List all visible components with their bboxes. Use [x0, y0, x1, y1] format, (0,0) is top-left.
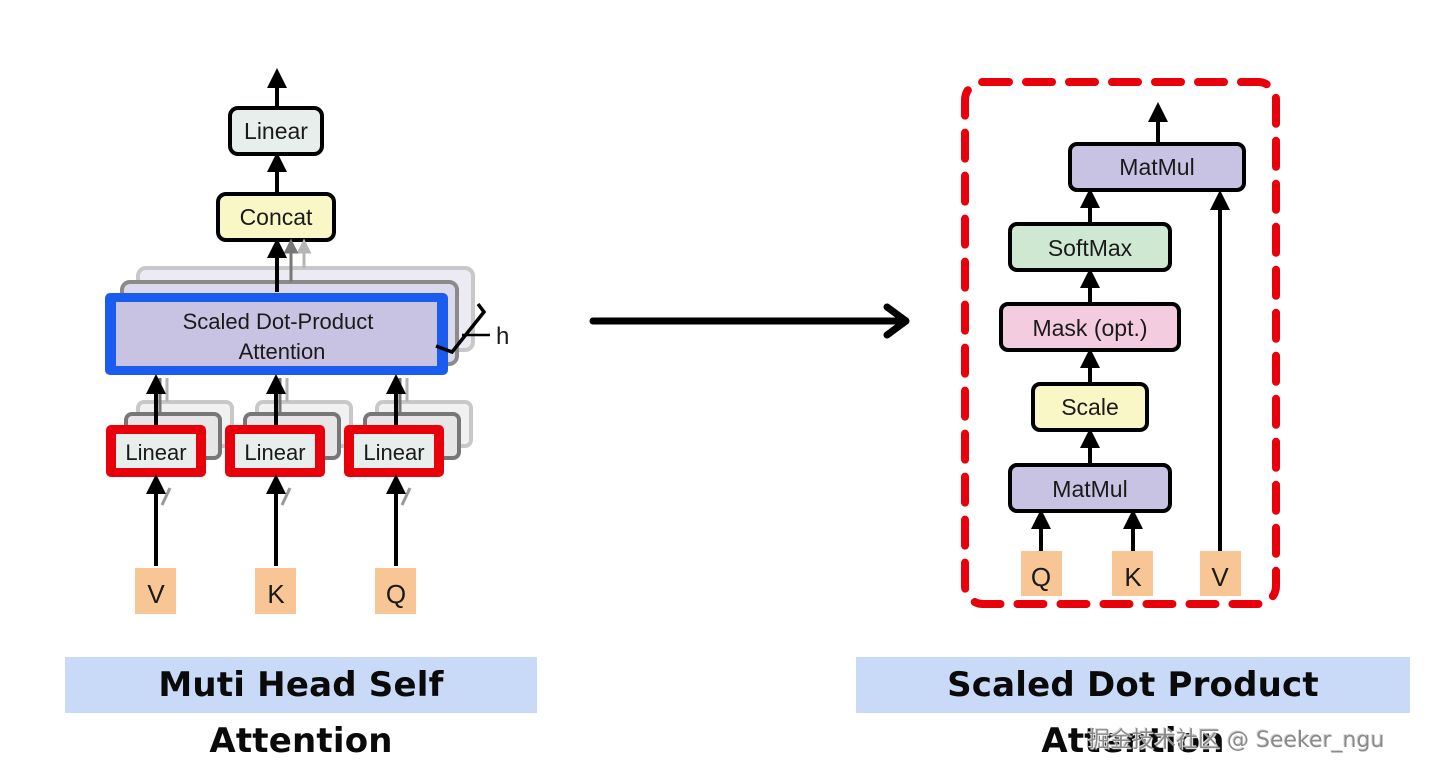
- top-matmul-node: MatMul: [1068, 142, 1246, 192]
- scaled-dot-caption: Scaled Dot Product Attention: [856, 657, 1410, 761]
- multi-head-caption: Muti Head Self Attention: [65, 657, 537, 761]
- top-matmul-label: MatMul: [1119, 154, 1194, 180]
- mask-node: Mask (opt.): [999, 302, 1181, 352]
- projection-v: Linear V: [106, 374, 234, 614]
- input-v-box: [135, 568, 176, 614]
- transition-arrow-icon: [589, 303, 910, 339]
- scale-label: Scale: [1061, 394, 1119, 420]
- projection-q: Linear Q: [344, 374, 473, 614]
- mask-label: Mask (opt.): [1032, 315, 1147, 341]
- input-v-label: V: [147, 579, 165, 609]
- input-q-box: [375, 568, 416, 614]
- concat-label: Concat: [240, 204, 313, 230]
- attention-label-line1: Scaled Dot-Product: [183, 309, 374, 334]
- softmax-label: SoftMax: [1048, 235, 1133, 261]
- bottom-matmul-label: MatMul: [1052, 476, 1127, 502]
- projection-linear-label: Linear: [244, 440, 305, 465]
- sdpa-input-v-box: [1200, 551, 1241, 596]
- output-linear-label: Linear: [244, 118, 308, 144]
- highlight-dashed-border: [961, 78, 1280, 608]
- projection-linear-label: Linear: [363, 440, 424, 465]
- input-k-label: K: [267, 579, 285, 609]
- sdpa-input-k-label: K: [1124, 562, 1142, 592]
- projection-k: Linear K: [225, 374, 353, 614]
- scale-node: Scale: [1031, 382, 1149, 432]
- sdpa-input-v-label: V: [1211, 562, 1229, 592]
- sdpa-input-q-label: Q: [1031, 562, 1051, 592]
- input-k-box: [255, 568, 296, 614]
- sdpa-input-q-box: [1021, 551, 1062, 596]
- multi-head-attention-diagram: Linear Concat Scaled Dot-Product Attenti…: [105, 68, 509, 614]
- input-q-label: Q: [386, 579, 406, 609]
- attention-label-line2: Attention: [239, 339, 326, 364]
- scaled-dot-product-diagram: MatMul SoftMax Mask (opt.) Scale MatMul: [961, 78, 1280, 608]
- heads-bracket-icon: [435, 302, 487, 355]
- softmax-node: SoftMax: [1008, 222, 1172, 272]
- bottom-matmul-node: MatMul: [1008, 463, 1172, 513]
- heads-label: h: [496, 323, 509, 350]
- watermark: 掘金技术社区 @ Seeker_ngu: [1088, 728, 1385, 753]
- concat-node: Concat: [216, 192, 336, 242]
- output-linear-node: Linear: [228, 106, 324, 156]
- sdpa-input-k-box: [1112, 551, 1153, 596]
- scaled-dot-product-attention-node: Scaled Dot-Product Attention: [105, 293, 448, 375]
- projection-linear-label: Linear: [125, 440, 186, 465]
